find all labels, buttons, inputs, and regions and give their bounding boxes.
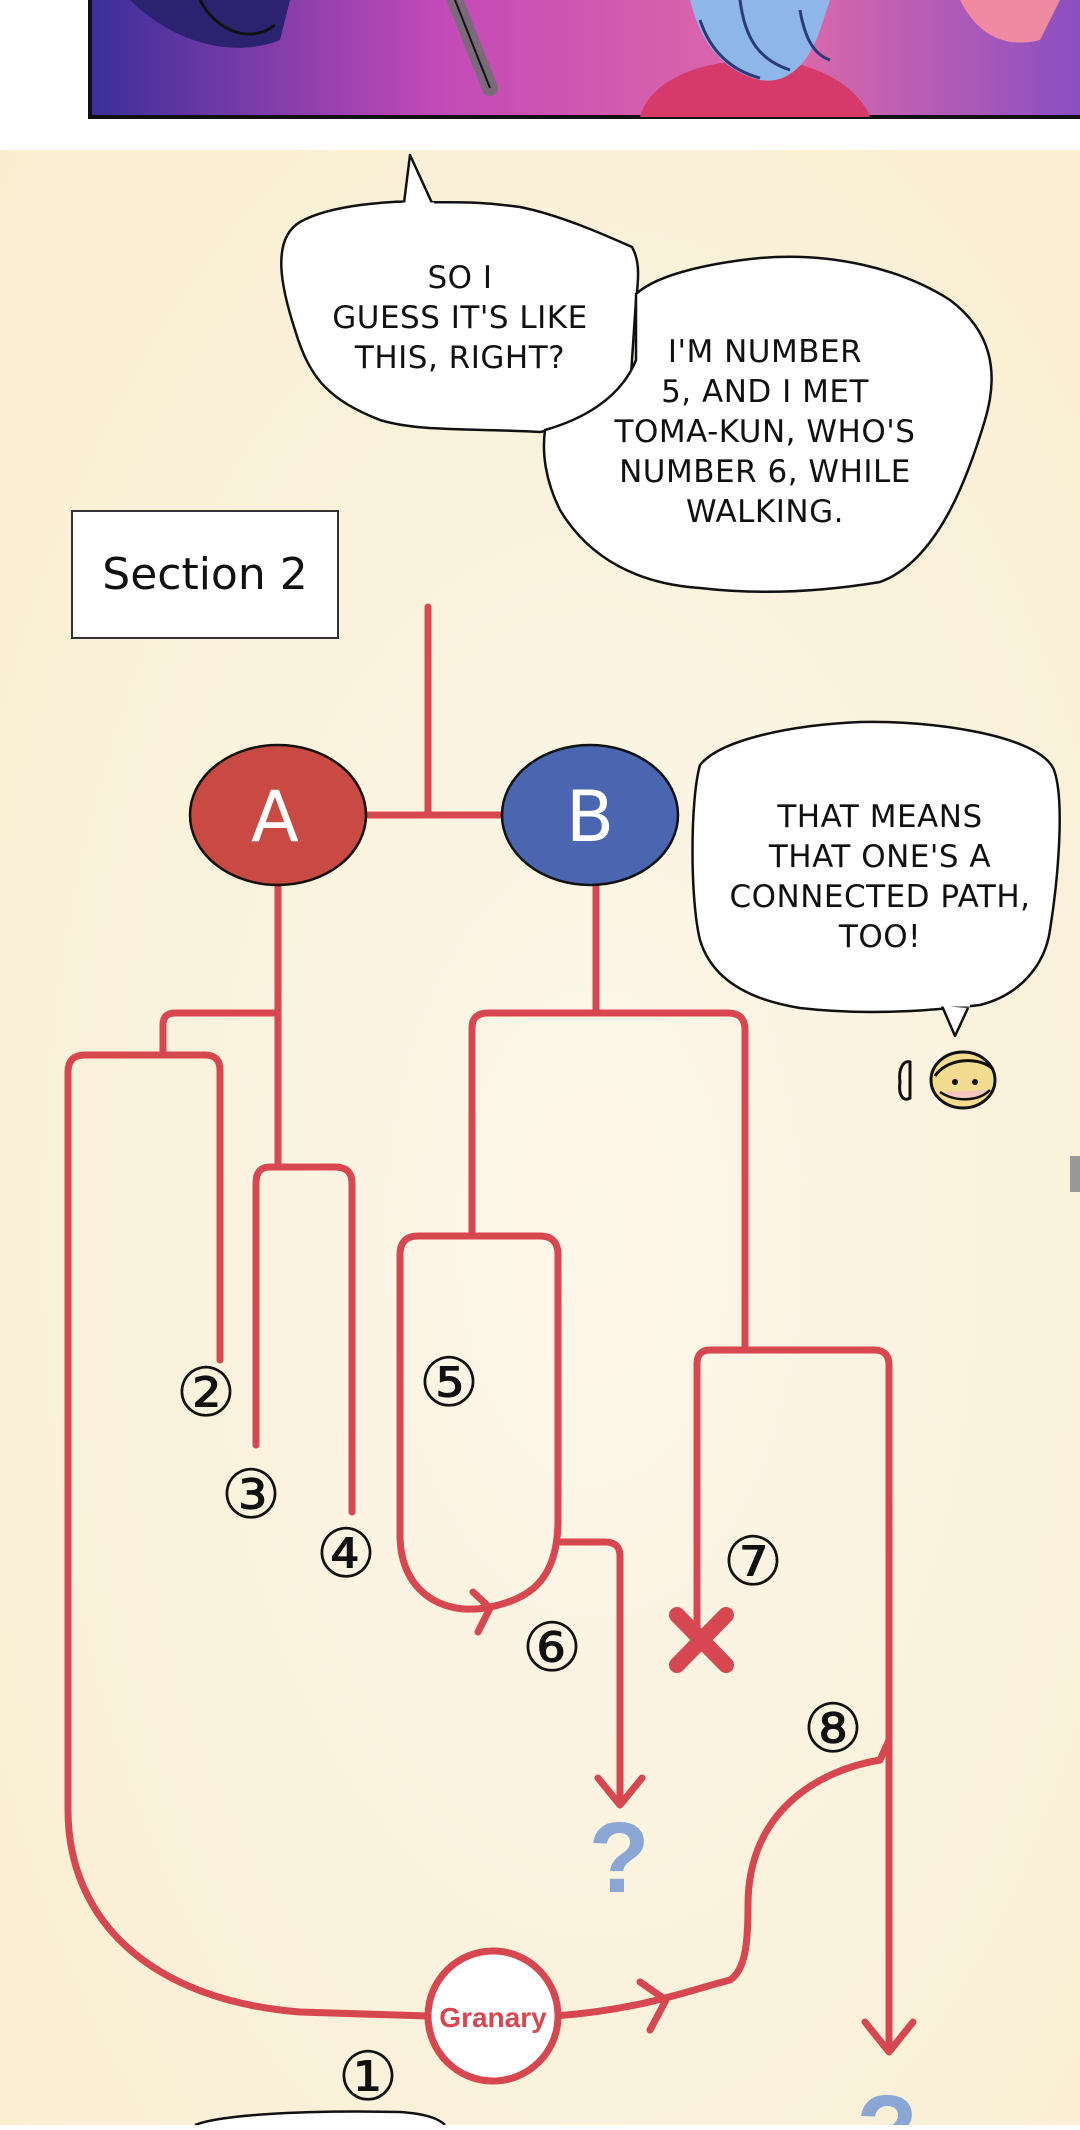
path-4-line (274, 1163, 356, 1516)
granary-node: Granary (424, 1947, 562, 2085)
next-bubble-edge (194, 2110, 446, 2127)
granary-label: Granary (439, 2002, 547, 2033)
path-number-labels: ① ② ③ ④ ⑤ ⑥ ⑦ ⑧ (176, 1344, 864, 2117)
path-8-arrowhead (861, 2018, 917, 2056)
speech-bubble-3 (691, 720, 1061, 1038)
top-comic-panel (88, 0, 1080, 119)
path-number-4: ④ (316, 1515, 377, 1594)
dead-end-x-icon (669, 1607, 734, 1673)
path-6-arrowhead (594, 1774, 646, 1809)
a-left-fork (159, 1009, 282, 1059)
path-number-5: ⑤ (419, 1344, 480, 1423)
speech-bubble-1-text: SO I GUESS IT'S LIKE THIS, RIGHT? (332, 260, 588, 376)
question-mark-path-8: ? (856, 2075, 917, 2125)
node-b: B (500, 743, 680, 887)
section-title: Section 2 (71, 510, 339, 639)
node-b-label: B (566, 776, 614, 858)
path-number-8: ⑧ (803, 1690, 864, 1769)
path-3-line (252, 1163, 282, 1449)
path-5-arrowhead (469, 1588, 494, 1636)
node-a: A (188, 743, 368, 887)
path-number-7: ⑦ (723, 1523, 784, 1602)
path-network (64, 603, 917, 2056)
path-6-line (554, 1538, 624, 1807)
granary-to-path-8 (551, 1736, 893, 2020)
path-1-line (64, 1051, 432, 2020)
path-8-line (741, 1346, 893, 2054)
speech-bubble-3-text: THAT MEANS THAT ONE'S A CONNECTED PATH, … (729, 799, 1031, 955)
path-number-2: ② (176, 1354, 237, 1433)
speech-bubble-2-text: I'M NUMBER 5, AND I MET TOMA-KUN, WHO'S … (614, 334, 916, 530)
path-number-3: ③ (221, 1456, 282, 1535)
node-a-label: A (251, 776, 299, 858)
speech-bubble-1 (280, 153, 640, 434)
b-right-fork (592, 1009, 749, 1354)
chibi-doodle-icon (898, 1050, 997, 1110)
speech-bubble-2 (542, 255, 993, 594)
scrollbar-thumb[interactable] (1070, 1156, 1080, 1192)
path-2-line (159, 1051, 224, 1364)
b-left-fork (468, 1009, 600, 1240)
granary-arrowhead (636, 1978, 670, 2034)
path-number-1: ① (338, 2038, 399, 2117)
path-number-6: ⑥ (522, 1609, 583, 1688)
path-7-line (693, 1346, 749, 1634)
question-mark-path-6: ? (588, 1802, 649, 1914)
